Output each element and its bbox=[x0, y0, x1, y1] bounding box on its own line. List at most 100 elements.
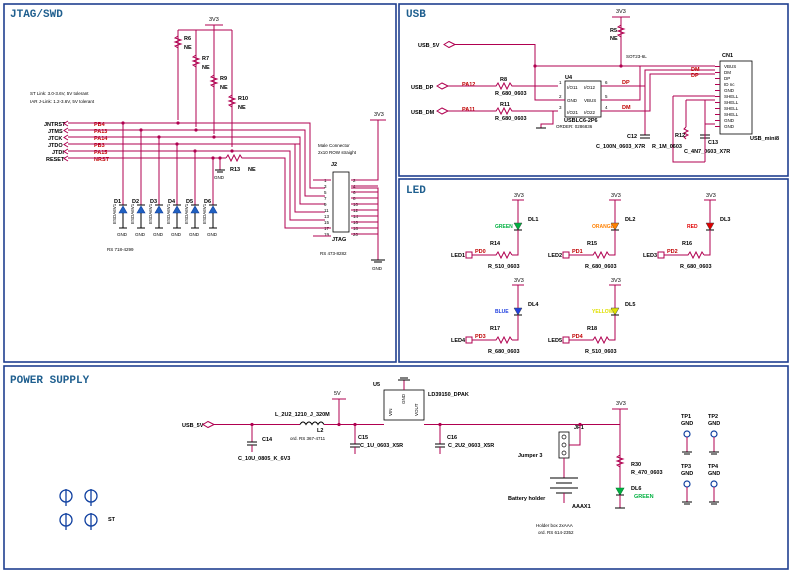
j2-name: JTAG bbox=[332, 237, 346, 243]
usb-pa11: PA11 bbox=[462, 107, 475, 113]
battery-holder-desc: Holder box 2xAAA bbox=[536, 523, 573, 528]
l2-order: ord. RS 367-4711 bbox=[290, 436, 326, 441]
u4-name: USBLC6-2P6 bbox=[564, 118, 598, 124]
usb-dp-label: DP bbox=[622, 80, 630, 86]
led-r-ref-3: R17 bbox=[490, 326, 500, 332]
pin-pb3: PB3 bbox=[94, 143, 105, 149]
r12-val: R_1M_0603 bbox=[652, 144, 682, 150]
sig-jtck: JTCK bbox=[48, 136, 62, 142]
l2-val: L_2U2_1210_J_320M bbox=[275, 412, 330, 418]
cn1-pin-2: DP bbox=[724, 76, 730, 81]
c14-ref: C14 bbox=[262, 437, 273, 443]
d4-gnd: GND bbox=[171, 232, 182, 237]
led-color-2: RED bbox=[687, 224, 698, 230]
u4-pin-io22: I/O22 bbox=[584, 110, 596, 115]
u4-pin3: 3 bbox=[559, 105, 562, 110]
led-net-2: LED3 bbox=[643, 253, 657, 259]
tp-ref-1: TP2 bbox=[708, 414, 718, 420]
tp-lbl-0: GND bbox=[681, 421, 693, 427]
r13-ref: R13 bbox=[230, 167, 240, 173]
sot-label: SOT23-6L bbox=[626, 54, 647, 59]
led-vcc-3: 3V3 bbox=[514, 278, 524, 284]
led-vcc-1: 3V3 bbox=[611, 193, 621, 199]
sig-reset: RESET bbox=[46, 157, 65, 163]
pwr-3v3-label: 3V3 bbox=[616, 401, 626, 407]
d1-gnd: GND bbox=[117, 232, 128, 237]
r5-val: NE bbox=[610, 36, 618, 42]
tp-lbl-1: GND bbox=[708, 421, 720, 427]
led-pin-1: PD1 bbox=[572, 249, 583, 255]
led-ref-1: DL2 bbox=[625, 217, 635, 223]
u5-pin-vout: VOUT bbox=[414, 403, 419, 416]
r9-val: NE bbox=[220, 85, 228, 91]
r11-val: R_680_0603 bbox=[495, 116, 527, 122]
dl6-ref: DL6 bbox=[631, 486, 641, 492]
r6-val: NE bbox=[184, 45, 192, 51]
j2-pin-7: 7 bbox=[324, 196, 327, 201]
r10-symbol bbox=[227, 94, 237, 108]
d3-gnd: GND bbox=[153, 232, 164, 237]
r7-val: NE bbox=[202, 65, 210, 71]
battery-name: Battery holder bbox=[508, 496, 546, 502]
r7-ref: R7 bbox=[202, 56, 209, 62]
tp-ref-0: TP1 bbox=[681, 414, 691, 420]
c13-ref: C13 bbox=[708, 140, 718, 146]
led-r-val-1: R_680_0603 bbox=[585, 264, 617, 270]
battery-order: ord. RS 614-2352 bbox=[538, 530, 574, 535]
usb-dp-net: USB_DP bbox=[411, 85, 434, 91]
sig-jtms: JTMS bbox=[48, 129, 63, 135]
jtag-note-jlink: IAR J-Link: 1.2-3.6V, 5V tolerant bbox=[30, 99, 95, 104]
r30-ref: R30 bbox=[631, 462, 641, 468]
usb-dm-net: USB_DM bbox=[411, 110, 435, 116]
r5-ref: R5 bbox=[610, 28, 617, 34]
led-vcc-4: 3V3 bbox=[611, 278, 621, 284]
led-pin-4: PD4 bbox=[572, 334, 584, 340]
r8-ref: R8 bbox=[500, 77, 507, 83]
cn1-pin-3: ID nc bbox=[724, 82, 735, 87]
cn1-ref: CN1 bbox=[722, 53, 733, 59]
battery-holder: Battery holder AAAX1 Holder box 2xAAA or… bbox=[508, 477, 591, 535]
d5-type: ESDA6V1 bbox=[184, 203, 189, 224]
cn1-pin-10: GND bbox=[724, 124, 735, 129]
u4-pin2: 2 bbox=[559, 94, 562, 99]
led-pin-3: PD3 bbox=[475, 334, 486, 340]
battery-ref: AAAX1 bbox=[572, 504, 591, 510]
jtag-frame bbox=[3, 3, 397, 363]
led-net-1: LED2 bbox=[548, 253, 562, 259]
c13-val: C_4N7_0603_X7R bbox=[684, 149, 730, 155]
usb-pa12: PA12 bbox=[462, 82, 475, 88]
r6-ref: R6 bbox=[184, 36, 191, 42]
c15-val: C_1U_0603_X5R bbox=[360, 443, 403, 449]
led-color-3: BLUE bbox=[495, 309, 509, 315]
power-frame bbox=[3, 365, 789, 570]
u5-ref: U5 bbox=[373, 382, 380, 388]
u4-pin-io21: I/O21 bbox=[567, 110, 579, 115]
led-block: 3V3DL1GREENR14R_510_0603PD0LED13V3DL2ORA… bbox=[451, 193, 730, 355]
sig-jtdo: JTDO bbox=[48, 143, 63, 149]
jtag-connector-j2: Male Connector 2x10 ROW straight J2 JTAG… bbox=[313, 112, 386, 271]
led-net-0: LED1 bbox=[451, 253, 465, 259]
led-vcc-0: 3V3 bbox=[514, 193, 524, 199]
d4-ref: D4 bbox=[168, 199, 176, 205]
d3-type: ESDA6V1 bbox=[148, 203, 153, 224]
c16-val: C_2U2_0603_X5R bbox=[448, 443, 494, 449]
led-r-ref-4: R18 bbox=[587, 326, 597, 332]
usb-5v-net: USB_5V bbox=[418, 43, 440, 49]
d3-ref: D3 bbox=[150, 199, 157, 205]
led-frame bbox=[398, 178, 789, 363]
r13-symbol bbox=[225, 153, 248, 163]
r8-val: R_680_0603 bbox=[495, 91, 527, 97]
led-r-ref-0: R14 bbox=[490, 241, 501, 247]
j2-pin-5: 5 bbox=[324, 190, 327, 195]
u5-name: LD39150_DPAK bbox=[428, 392, 469, 398]
u5-regulator: U5 VIN GND VOUT LD39150_DPAK bbox=[373, 377, 469, 421]
cn1-pin-0: VBUS bbox=[724, 64, 736, 69]
j2-pin-13: 13 bbox=[324, 214, 330, 219]
led-net-3: LED4 bbox=[451, 338, 466, 344]
cn1-pin-1: DM bbox=[724, 70, 731, 75]
